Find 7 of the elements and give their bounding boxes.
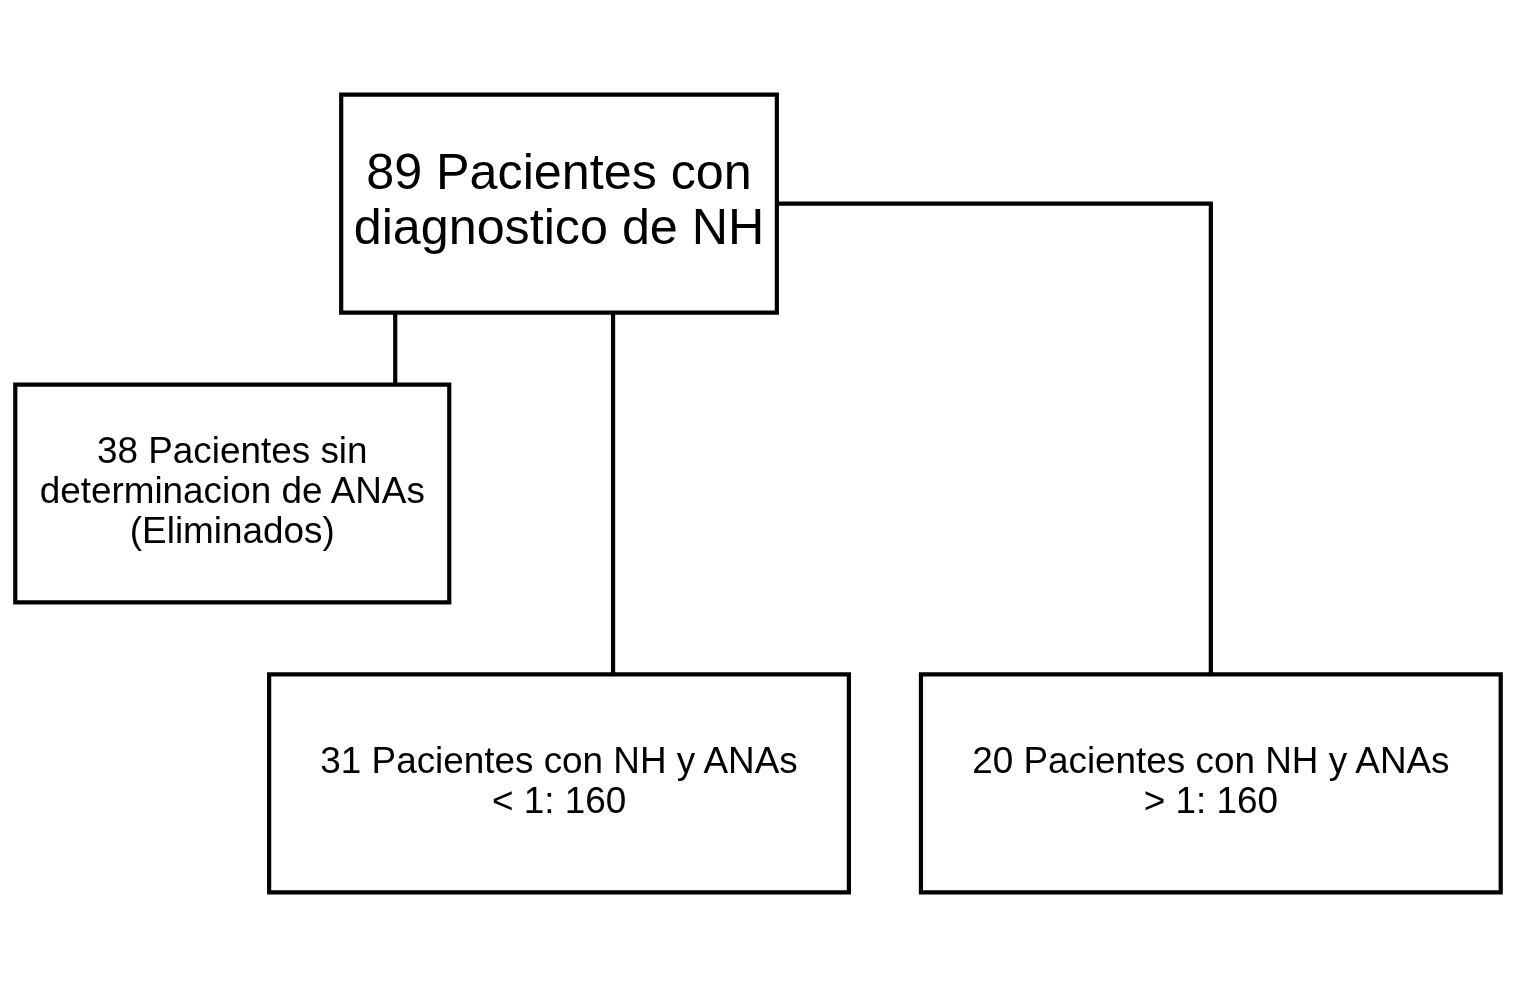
- node-box: 20 Pacientes con NH y ANAs > 1: 160: [918, 671, 1503, 894]
- node-box: 89 Pacientes con diagnostico de NH: [339, 92, 779, 315]
- node-box: 31 Pacientes con NH y ANAs < 1: 160: [267, 671, 851, 894]
- node-box: 38 Pacientes sin determinacion de ANAs (Eliminados): [13, 382, 452, 604]
- connector: [393, 312, 398, 384]
- connector: [776, 201, 1213, 674]
- connector: [610, 312, 616, 674]
